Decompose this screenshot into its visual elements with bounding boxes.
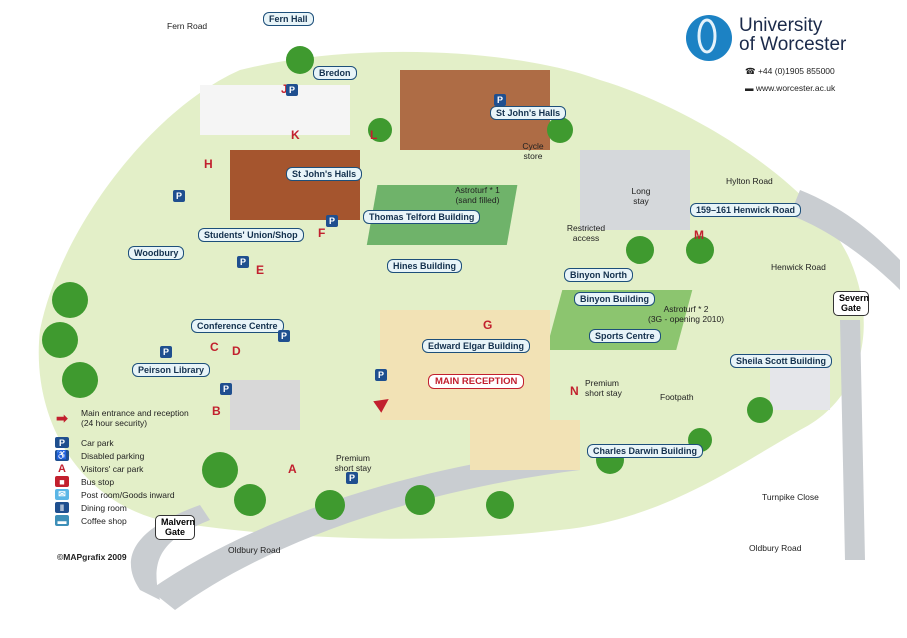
legend-label: Bus stop bbox=[81, 476, 115, 487]
computer-icon: ▬ bbox=[745, 83, 756, 93]
footpath-label: Footpath bbox=[660, 392, 694, 402]
premium-short-stay-label-2: Premium short stay bbox=[334, 453, 372, 473]
astroturf-2-sub: (3G - opening 2010) bbox=[648, 313, 725, 324]
edward-elgar-label[interactable]: Edward Elgar Building bbox=[422, 339, 531, 353]
zone-letter: M bbox=[694, 228, 704, 242]
legend-label: Coffee shop bbox=[81, 515, 127, 526]
sports-centre-label[interactable]: Sports Centre bbox=[589, 329, 661, 343]
zone-letter: N bbox=[570, 384, 579, 398]
coffee-icon: ▬ bbox=[55, 515, 69, 526]
car-park-icon: P bbox=[237, 256, 249, 268]
astroturf-1-sub: (sand filled) bbox=[455, 194, 500, 205]
legend-label: Disabled parking bbox=[81, 450, 145, 461]
severn-gate-label[interactable]: Severn Gate bbox=[833, 291, 869, 316]
logo-globe-icon bbox=[686, 15, 732, 61]
car-park-icon: P bbox=[346, 472, 358, 484]
road-henwick bbox=[790, 190, 900, 290]
long-stay-carpark bbox=[580, 150, 690, 230]
hylton-road-label: Hylton Road bbox=[726, 176, 773, 186]
legend-label: Visitors' car park bbox=[81, 463, 144, 474]
students-union-label[interactable]: Students' Union/Shop bbox=[198, 228, 304, 242]
legend-label: Main entrance and reception (24 hour sec… bbox=[81, 408, 189, 428]
car-park-icon: P bbox=[326, 215, 338, 227]
zone-letter: L bbox=[370, 128, 378, 142]
bredon-label[interactable]: Bredon bbox=[313, 66, 357, 80]
disabled-icon: ♿ bbox=[55, 450, 69, 461]
main-building bbox=[380, 310, 550, 420]
zone-letter: D bbox=[232, 344, 241, 358]
st-johns-halls-building bbox=[230, 150, 360, 220]
car-park-icon: P bbox=[55, 437, 69, 448]
fern-hall-label[interactable]: Fern Hall bbox=[263, 12, 314, 26]
thomas-telford-label[interactable]: Thomas Telford Building bbox=[363, 210, 481, 224]
bus-icon: ■ bbox=[55, 476, 69, 487]
car-park-icon: P bbox=[375, 369, 387, 381]
car-park-icon: P bbox=[278, 330, 290, 342]
cycle-store-label: Cycle store bbox=[522, 141, 544, 161]
car-park-icon: P bbox=[220, 383, 232, 395]
car-park-icon: P bbox=[160, 346, 172, 358]
oldbury-road-label-2: Oldbury Road bbox=[749, 543, 802, 553]
astroturf-2-label: Astroturf * 2 bbox=[663, 304, 709, 314]
restricted-access-label: Restricted access bbox=[566, 223, 606, 243]
zone-letter: E bbox=[256, 263, 265, 277]
zone-letter: F bbox=[318, 226, 326, 240]
sheila-scott-label[interactable]: Sheila Scott Building bbox=[730, 354, 833, 368]
turnpike-close-label: Turnpike Close bbox=[762, 492, 819, 502]
road-turnpike bbox=[840, 320, 865, 560]
mail-icon: ✉ bbox=[55, 489, 69, 500]
phone-number: +44 (0)1905 855000 bbox=[757, 66, 835, 76]
map-legend: ➡ Main entrance and reception (24 hour se… bbox=[55, 400, 191, 527]
peirson-library-building bbox=[230, 380, 300, 430]
zone-letter: G bbox=[483, 318, 493, 332]
st-johns-halls-label[interactable]: St John's Halls bbox=[286, 167, 363, 181]
oldbury-road-label: Oldbury Road bbox=[228, 545, 281, 555]
phone-icon: ☎ bbox=[745, 66, 758, 76]
trees bbox=[42, 46, 773, 520]
logo-line2: of Worcester bbox=[739, 34, 847, 55]
visitors-car-park-icon: A bbox=[58, 462, 66, 475]
conference-centre-label[interactable]: Conference Centre bbox=[191, 319, 284, 333]
henwick-road-building-label[interactable]: 159–161 Henwick Road bbox=[690, 203, 802, 217]
zone-letter: J bbox=[281, 82, 288, 96]
peirson-library-label[interactable]: Peirson Library bbox=[132, 363, 211, 377]
woodbury-label[interactable]: Woodbury bbox=[128, 246, 185, 260]
bredon-building bbox=[200, 85, 350, 135]
website-link[interactable]: www.worcester.ac.uk bbox=[755, 83, 836, 93]
main-reception-label[interactable]: MAIN RECEPTION bbox=[428, 374, 525, 389]
car-park-icon: P bbox=[173, 190, 185, 202]
st-johns-halls-label-top[interactable]: St John's Halls bbox=[490, 106, 567, 120]
binyon-building-label[interactable]: Binyon Building bbox=[574, 292, 655, 306]
car-park-icon: P bbox=[286, 84, 298, 96]
legend-label: Dining room bbox=[81, 502, 127, 513]
henwick-road-label: Henwick Road bbox=[771, 262, 826, 272]
hines-label[interactable]: Hines Building bbox=[387, 259, 462, 273]
car-park-icon: P bbox=[494, 94, 506, 106]
long-stay-label: Long stay bbox=[631, 186, 651, 206]
zone-letter: H bbox=[204, 157, 213, 171]
zone-letter: K bbox=[291, 128, 300, 142]
zone-letter: B bbox=[212, 404, 221, 418]
binyon-north-label[interactable]: Binyon North bbox=[564, 268, 633, 282]
logo-line1: University bbox=[739, 15, 823, 36]
copyright: ©MAPgrafix 2009 bbox=[57, 552, 127, 562]
dining-icon: ‖ bbox=[55, 502, 69, 513]
legend-label: Car park bbox=[81, 437, 114, 448]
charles-darwin-label[interactable]: Charles Darwin Building bbox=[587, 444, 704, 458]
fern-road-label: Fern Road bbox=[167, 21, 208, 31]
zone-letter: A bbox=[288, 462, 297, 476]
legend-label: Post room/Goods inward bbox=[81, 489, 175, 500]
arrow-icon: ➡ bbox=[56, 409, 68, 426]
premium-short-stay-label: Premium short stay bbox=[585, 378, 622, 398]
astroturf-1-label: Astroturf * 1 bbox=[455, 185, 500, 195]
zone-letter: C bbox=[210, 340, 219, 354]
malvern-gate-label[interactable]: Malvern Gate bbox=[155, 515, 195, 540]
charles-darwin-building bbox=[470, 420, 580, 470]
